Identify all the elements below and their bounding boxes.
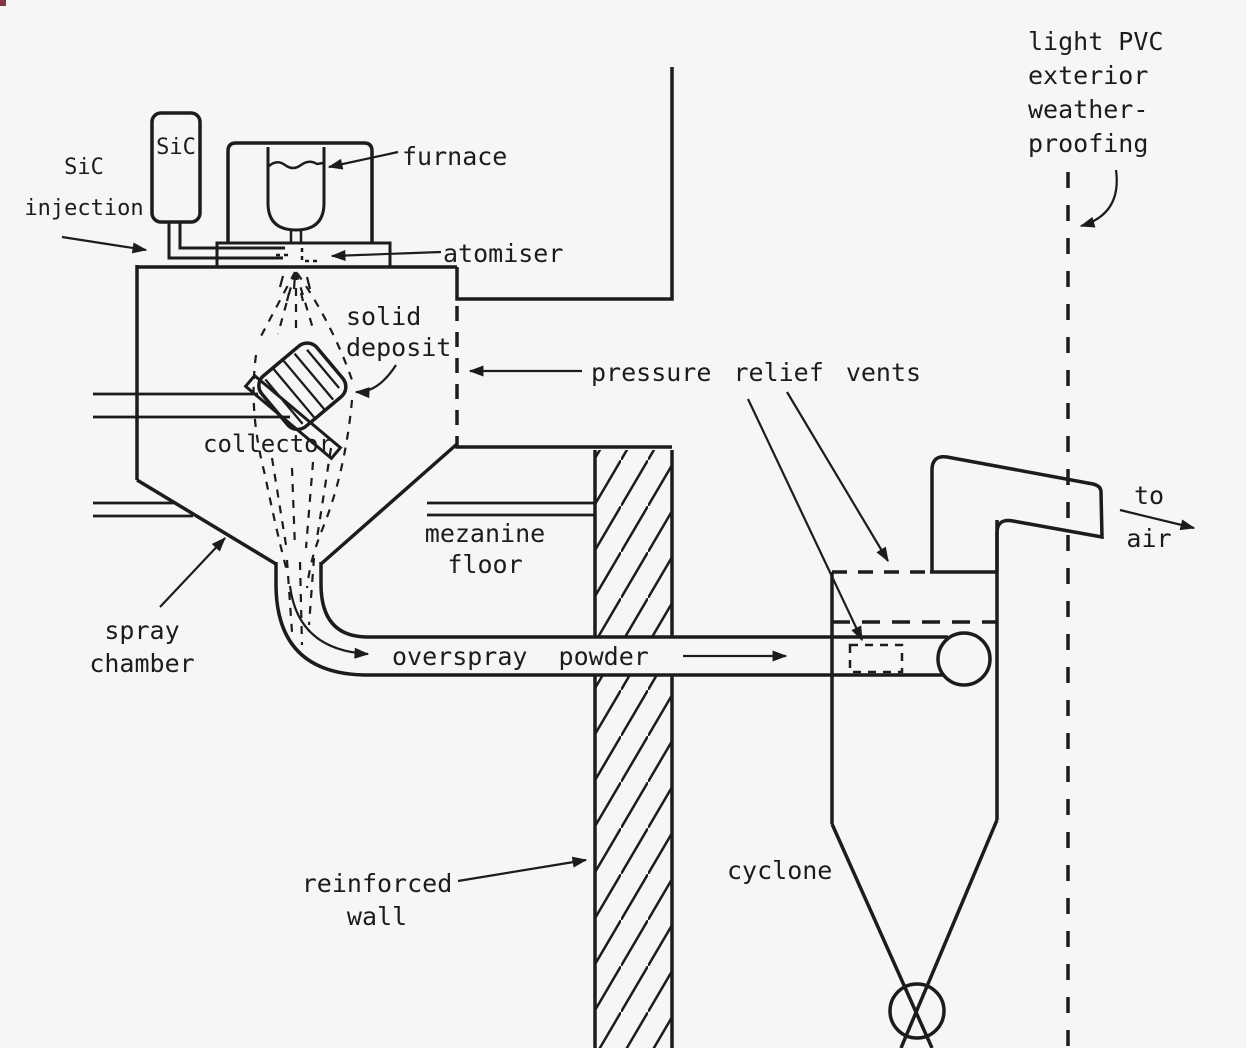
label-light-pvc: light PVC exterior weather- proofing: [1028, 27, 1164, 158]
to-air-arrow: [1119, 508, 1196, 531]
spray-cone-dashes: [252, 271, 354, 646]
rotary-valve: [888, 982, 946, 1040]
pvc-arrow: [1079, 169, 1118, 228]
solid-deposit-arrow: [354, 364, 397, 399]
label-solid-deposit: solid deposit: [346, 302, 452, 362]
ceiling-outline: [455, 67, 674, 301]
duct-bottom: [274, 562, 944, 677]
leader-arrows: [61, 150, 1196, 883]
cyclone-shape: [830, 455, 1104, 1048]
cyclone-inlet-circle: [936, 631, 992, 687]
crucible-outline: [266, 147, 326, 232]
sic-tank-outline: [150, 111, 202, 224]
overspray-flow-arrow: [288, 585, 370, 659]
furnace-arrow: [327, 150, 399, 170]
pressure-vent-arrow-box: [747, 398, 863, 642]
melt-level-line: [268, 160, 324, 170]
label-pressure-relief-vents: pressure relief vents: [591, 358, 922, 387]
label-cyclone: cyclone: [727, 856, 833, 885]
sic-feed-assembly: [150, 111, 285, 260]
mezzanine-platform: [455, 441, 672, 449]
furnace-assembly: [215, 141, 392, 269]
collector-plate: [243, 373, 343, 461]
reinforced-wall-shape: [593, 450, 674, 1048]
solid-deposit-shape: [257, 341, 348, 432]
atomiser-arrow: [330, 250, 442, 262]
label-furnace: furnace: [402, 142, 508, 171]
label-atomiser: atomiser: [443, 239, 564, 268]
furnace-outline: [226, 141, 374, 242]
reinforced-wall-arrow: [457, 856, 588, 883]
crucible-stem: [289, 230, 303, 243]
label-sic-tank: SiC: [156, 135, 196, 160]
spray-chamber-arrow: [159, 537, 226, 608]
label-overspray-powder: overspray powder: [392, 642, 649, 671]
label-mezanine-floor: mezanine floor: [424, 519, 546, 579]
sic-feed-tube: [167, 222, 283, 260]
pressure-vent-arrow-top: [786, 391, 889, 563]
scan-corner-artifact: [0, 0, 6, 6]
label-to-air: to air: [1126, 481, 1172, 553]
collector-assembly: [243, 341, 348, 461]
mezzanine-floor-slab: [93, 392, 595, 518]
sic-injection-arrow: [61, 235, 148, 254]
vent-dashed-box: [848, 643, 904, 674]
duct-top: [319, 562, 948, 639]
exhaust-stack: [930, 455, 1104, 572]
spray-chamber-outline: [135, 265, 948, 677]
label-reinforced-wall: reinforced wall: [301, 869, 453, 931]
label-sic-injection: SiC injection: [24, 155, 144, 221]
label-collector: collector: [203, 430, 334, 458]
label-spray-chamber: spray chamber: [89, 616, 195, 678]
